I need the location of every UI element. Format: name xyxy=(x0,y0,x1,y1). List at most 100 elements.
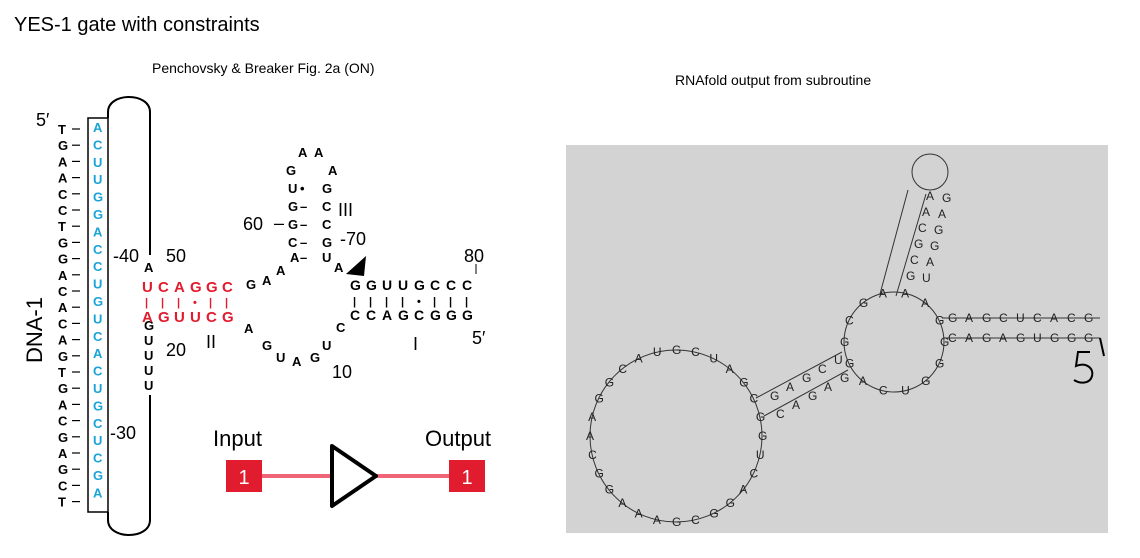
rna-base: A xyxy=(93,224,103,239)
pos-70: -70 xyxy=(340,229,366,249)
stem2-pair: | xyxy=(161,297,164,309)
rna-base: U xyxy=(93,311,102,326)
stem1-bottom-base: C xyxy=(350,307,360,323)
rnafold-base: G xyxy=(930,239,939,253)
stem2-pair: • xyxy=(193,297,197,309)
stem2-top-base: G xyxy=(206,279,218,296)
rnafold-base: G xyxy=(914,237,923,251)
rnafold-base: G xyxy=(770,389,779,403)
rna-base: C xyxy=(93,329,103,344)
rna-base: U xyxy=(93,433,102,448)
svg-text:U: U xyxy=(276,350,285,365)
svg-text:A: A xyxy=(328,163,338,178)
rnafold-base: C xyxy=(918,221,927,235)
svg-text:U: U xyxy=(322,338,331,353)
dna-base: T xyxy=(58,495,66,510)
big-loop xyxy=(589,349,763,523)
input-label: Input xyxy=(213,426,262,451)
svg-text:U: U xyxy=(288,181,297,196)
rnafold-base: C xyxy=(910,253,919,267)
dna-base: T xyxy=(58,365,66,380)
rnafold-base: C xyxy=(749,392,758,406)
rnafold-base: G xyxy=(595,392,604,406)
stem-3-label: III xyxy=(338,200,353,220)
five-prime-label: 5′ xyxy=(36,110,50,130)
svg-text:–: – xyxy=(300,217,307,232)
rna-base: G xyxy=(93,207,103,222)
rna-base: G xyxy=(93,190,103,205)
rnafold-base: C xyxy=(845,313,854,327)
junction-gu: G xyxy=(144,318,154,333)
stem-1-label: I xyxy=(413,334,418,354)
dna-base: A xyxy=(58,300,68,315)
pos-50: 50 xyxy=(166,246,186,266)
rnafold-base: U xyxy=(709,352,718,366)
rna-base: C xyxy=(93,137,103,152)
stem2-top-base: C xyxy=(158,279,169,296)
rnafold-base: G xyxy=(1016,331,1025,345)
svg-text:C: C xyxy=(322,199,332,214)
rnafold-base: G xyxy=(921,374,930,388)
hairpin-loop xyxy=(911,153,949,191)
rnafold-base: A xyxy=(921,296,929,310)
linker-bottom xyxy=(107,395,151,536)
stem2-pair: | xyxy=(177,297,180,309)
rna-base: U xyxy=(93,277,102,292)
rnafold-base: A xyxy=(859,374,867,388)
svg-text:G: G xyxy=(246,277,256,292)
stem1-top-base: C xyxy=(446,277,456,293)
stem1-pair: | xyxy=(465,296,468,308)
rnafold-base: G xyxy=(802,371,811,385)
stem1-top-base: C xyxy=(462,277,472,293)
rna-base: A xyxy=(93,485,103,500)
dna-base: C xyxy=(58,203,68,218)
svg-text:–: – xyxy=(300,199,307,214)
rna-base: U xyxy=(93,172,102,187)
rnafold-base: A xyxy=(965,331,973,345)
rnafold-base: G xyxy=(948,311,957,325)
pos-20: 20 xyxy=(166,340,186,360)
rnafold-base: G xyxy=(840,335,849,349)
stem1-pair: | xyxy=(385,296,388,308)
rnafold-base: A xyxy=(653,513,661,527)
left-panel-subtitle: Penchovsky & Breaker Fig. 2a (ON) xyxy=(152,60,375,76)
handwritten-prime-glyph xyxy=(1099,337,1105,357)
dna-label: DNA-1 xyxy=(22,297,47,363)
rnafold-base: G xyxy=(1067,331,1076,345)
rnafold-base: U xyxy=(1016,311,1025,325)
rnafold-base: A xyxy=(1050,311,1058,325)
svg-text:–: – xyxy=(300,250,307,265)
rnafold-base: C xyxy=(588,448,597,462)
stem1-pair: | xyxy=(449,296,452,308)
rnafold-base: C xyxy=(776,407,785,421)
pos-40: -40 xyxy=(113,246,139,266)
rnafold-base: G xyxy=(1084,311,1093,325)
page-title: YES-1 gate with constraints xyxy=(14,14,260,36)
stem1-pair: | xyxy=(433,296,436,308)
stem2-pair: | xyxy=(225,297,228,309)
rnafold-base: A xyxy=(926,255,934,269)
central-loop xyxy=(843,291,945,393)
rnafold-base: G xyxy=(605,375,614,389)
stem-1-five-prime: 5′ xyxy=(472,328,486,348)
rnafold-base: C xyxy=(618,362,627,376)
rnafold-base: C xyxy=(818,362,827,376)
stem1-top-base: G xyxy=(350,277,361,293)
dna-base: C xyxy=(58,187,68,202)
rnafold-base: C xyxy=(1067,311,1076,325)
pos-60: 60 xyxy=(243,214,263,234)
stem1-top-base: C xyxy=(430,277,440,293)
rnafold-base: G xyxy=(982,311,991,325)
rnafold-base: C xyxy=(999,311,1008,325)
rnafold-base: G xyxy=(758,429,767,443)
svg-text:U: U xyxy=(322,250,331,265)
rnafold-base: A xyxy=(879,286,887,300)
rnafold-base: G xyxy=(906,269,915,283)
svg-text:G: G xyxy=(286,163,296,178)
rnafold-base: G xyxy=(940,335,949,349)
rnafold-base: G xyxy=(605,483,614,497)
